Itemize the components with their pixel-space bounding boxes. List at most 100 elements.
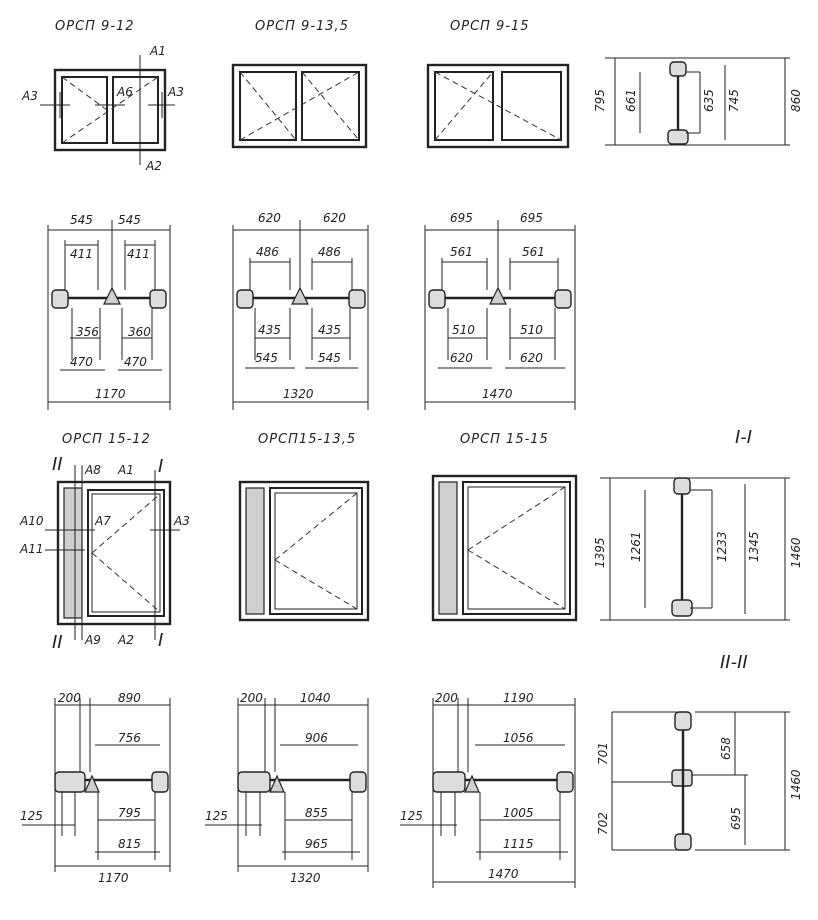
dim-glass-right: 510 xyxy=(520,323,543,337)
dim-inner-right: 411 xyxy=(127,247,150,261)
dim-top-right: 620 xyxy=(323,211,346,225)
dim-inner-right: 561 xyxy=(522,245,545,259)
dim-795: 795 xyxy=(593,89,607,112)
dim-frame-left: 620 xyxy=(450,351,473,365)
dim-top-left: 545 xyxy=(70,213,93,227)
callout-a2: А2 xyxy=(117,633,134,647)
side-section-row3: 1395 1261 1233 1345 1460 xyxy=(593,477,803,621)
dim-top-right: 545 xyxy=(118,213,141,227)
side-section-row1: 795 661 635 745 860 xyxy=(593,57,803,146)
elevation-orsp-9-13-5 xyxy=(231,63,368,149)
dim-658: 658 xyxy=(719,737,733,760)
dim-frame: 815 xyxy=(118,837,141,851)
dim-total: 1320 xyxy=(290,871,321,885)
dim-glass: 1005 xyxy=(503,806,534,820)
dim-inner-right: 486 xyxy=(318,245,341,259)
dim-inner-left: 561 xyxy=(450,245,473,259)
dim-glass-left: 356 xyxy=(76,325,99,339)
dim-661: 661 xyxy=(624,89,638,112)
elevation-orsp-15-13-5 xyxy=(238,480,370,622)
plan-section-15-12: 200 890 756 795 815 125 1170 xyxy=(20,691,171,885)
dim-total: 1170 xyxy=(95,387,126,401)
callout-a6: А6 xyxy=(116,85,133,99)
section-label-I: I-I xyxy=(735,427,752,448)
side-section-row4: 701 702 658 695 1460 xyxy=(596,711,803,851)
callout-roman2-bottom: II xyxy=(52,632,63,653)
callout-a7: А7 xyxy=(94,514,111,528)
dim-frame-left: 545 xyxy=(255,351,278,365)
dim-top-left: 620 xyxy=(258,211,281,225)
plan-section-9-12: 545 545 411 411 356 360 470 470 1170 xyxy=(47,213,171,410)
dim-left: 125 xyxy=(20,809,43,823)
dim-top-main: 1040 xyxy=(300,691,331,705)
dim-701: 701 xyxy=(596,742,610,765)
section-label-II: II-II xyxy=(720,652,748,673)
dim-inner-left: 486 xyxy=(256,245,279,259)
dim-1460: 1460 xyxy=(789,537,803,568)
dim-frame: 965 xyxy=(305,837,328,851)
dim-inner: 1056 xyxy=(503,731,534,745)
dim-top-small: 200 xyxy=(240,691,263,705)
elevation-orsp-15-15 xyxy=(431,474,578,622)
dim-frame-right: 620 xyxy=(520,351,543,365)
elevation-orsp-9-12: А1 А3 А6 А3 А2 xyxy=(21,44,184,173)
dim-frame-right: 545 xyxy=(318,351,341,365)
title-orsp-9-12: ОРСП 9-12 xyxy=(55,19,135,34)
dim-total: 1470 xyxy=(488,867,519,881)
dim-top-left: 695 xyxy=(450,211,473,225)
dim-glass-right: 360 xyxy=(128,325,151,339)
plan-section-9-15: 695 695 561 561 510 510 620 620 1470 xyxy=(424,211,576,410)
dim-glass-left: 435 xyxy=(258,323,281,337)
callout-roman1-top: I xyxy=(158,456,163,477)
title-orsp-15-13-5: ОРСП15-13,5 xyxy=(258,432,356,447)
dim-860: 860 xyxy=(789,89,803,112)
callout-roman2-top: II xyxy=(52,454,63,475)
callout-a10: А10 xyxy=(19,514,44,528)
dim-total: 1470 xyxy=(482,387,513,401)
dim-frame-right: 470 xyxy=(124,355,147,369)
dim-total: 1170 xyxy=(98,871,129,885)
callout-a3-right: А3 xyxy=(167,85,184,99)
dim-inner-left: 411 xyxy=(70,247,93,261)
dim-total: 1320 xyxy=(283,387,314,401)
row1-titles: ОРСП 9-12 ОРСП 9-13,5 ОРСП 9-15 xyxy=(55,19,530,34)
dim-left: 125 xyxy=(205,809,228,823)
dim-frame-left: 470 xyxy=(70,355,93,369)
dim-glass-left: 510 xyxy=(452,323,475,337)
row3-titles: ОРСП 15-12 ОРСП15-13,5 ОРСП 15-15 I-I xyxy=(62,427,752,448)
dim-702: 702 xyxy=(596,812,610,835)
callout-a1: А1 xyxy=(117,463,134,477)
callout-a3: А3 xyxy=(173,514,190,528)
plan-section-15-15: 200 1190 1056 1005 1115 125 1470 xyxy=(400,691,576,888)
dim-1233: 1233 xyxy=(715,531,729,562)
title-orsp-15-15: ОРСП 15-15 xyxy=(460,432,549,447)
dim-glass-right: 435 xyxy=(318,323,341,337)
dim-top-main: 890 xyxy=(118,691,141,705)
dim-1395: 1395 xyxy=(593,537,607,568)
elevation-orsp-15-12: II А8 А1 I А10 А7 А3 А11 II А9 А2 I xyxy=(19,454,190,653)
callout-a11: А11 xyxy=(19,542,43,556)
elevation-orsp-9-15 xyxy=(426,63,570,149)
plan-section-15-13-5: 200 1040 906 855 965 125 1320 xyxy=(205,691,369,885)
dim-1345: 1345 xyxy=(747,531,761,562)
dim-left: 125 xyxy=(400,809,423,823)
dim-top-small: 200 xyxy=(435,691,458,705)
dim-inner: 906 xyxy=(305,731,328,745)
callout-a1: А1 xyxy=(149,44,166,58)
dim-745: 745 xyxy=(727,89,741,112)
dim-frame: 1115 xyxy=(503,837,534,851)
dim-695: 695 xyxy=(729,807,743,830)
dim-inner: 756 xyxy=(118,731,141,745)
callout-a2: А2 xyxy=(145,159,162,173)
callout-a8: А8 xyxy=(84,463,101,477)
dim-glass: 855 xyxy=(305,806,328,820)
title-orsp-15-12: ОРСП 15-12 xyxy=(62,432,151,447)
title-orsp-9-15: ОРСП 9-15 xyxy=(450,19,530,34)
dim-top-small: 200 xyxy=(58,691,81,705)
dim-1261: 1261 xyxy=(629,531,643,562)
dim-top-right: 695 xyxy=(520,211,543,225)
callout-roman1-bottom: I xyxy=(158,630,163,651)
callout-a3-left: А3 xyxy=(21,89,38,103)
dim-glass: 795 xyxy=(118,806,141,820)
